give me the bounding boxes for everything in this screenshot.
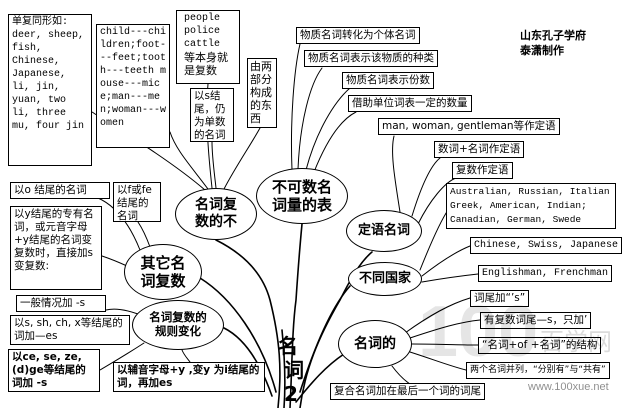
other-plural-rule-1: 以o 结尾的名词 (10, 182, 110, 199)
uncountable-rule-1: 物质名词转化为个体名词 (296, 27, 420, 44)
author-credit: 山东孔子学府 泰潇制作 (520, 28, 586, 58)
center-line-2: 词2 (284, 358, 304, 406)
oval-line: 词量的表 (271, 196, 332, 214)
branch-line (223, 327, 273, 397)
uncountable-rule-3: 物质名词表示份数 (342, 72, 434, 89)
oval-line: 定语名词 (357, 223, 410, 239)
oval-nationality: 不同国家 (348, 262, 422, 296)
branch-line (199, 277, 277, 393)
branch-line (411, 157, 441, 217)
credit-school: 山东孔子学府 (520, 29, 586, 42)
oval-line: 名词复数的 (149, 310, 207, 325)
nationality-rule-3: Englishman, Frenchman (478, 265, 613, 282)
branch-line (290, 43, 301, 171)
branch-line (215, 239, 281, 408)
branch-line (297, 67, 323, 170)
oval-line: 数的不 (195, 214, 237, 230)
branch-line (105, 308, 139, 315)
branch-line (421, 273, 479, 283)
oval-line: 名词的 (354, 335, 396, 352)
oval-uncountable: 不可数名 词量的表 (256, 168, 348, 224)
branch-line (409, 351, 467, 371)
branch-line (295, 353, 345, 403)
oval-irregular-plural: 名词复 数的不 (175, 188, 257, 240)
center-line-1: 名 (278, 334, 298, 358)
uncountable-rule-2: 物质名词表示该物质的种类 (304, 50, 438, 67)
possessive-rule-2: 有复数词尾—s，只加’ (480, 312, 592, 329)
branch-line (281, 329, 286, 408)
branch-line (299, 285, 351, 393)
regular-rule-4: 以辅音字母+y ,变y 为i结尾的词，再加es (113, 362, 265, 392)
branch-line (211, 141, 217, 189)
oval-line: 不可数名 (271, 178, 332, 196)
vowel-change-box: child---children;foot---feet;tooth---tee… (96, 24, 170, 148)
branch-line (223, 127, 261, 190)
oval-line: 其它名 (140, 254, 186, 272)
uncountable-rule-4: 借助单位词表一定的数量 (348, 95, 472, 112)
branch-line (101, 255, 128, 267)
regular-rule-1: 一般情况加 -s (16, 295, 106, 312)
branch-line (392, 135, 401, 213)
plural-only-note: 等本身就是复数 (184, 51, 228, 77)
two-parts-box: 由两部分构成的东西 (247, 58, 277, 128)
other-plural-rule-3: 以y结尾的专有名词，或元音字母+y结尾的名词变复数时，直接加s变复数: (10, 206, 102, 290)
nationality-rule-2: Chinese, Swiss, Japanese (470, 237, 623, 254)
branch-line (99, 342, 145, 371)
plural-only-box: people police cattle 等本身就是复数 (176, 10, 240, 84)
branch-line (409, 319, 481, 339)
branch-line (289, 223, 303, 408)
branch-line (391, 365, 411, 385)
trunk (199, 223, 373, 408)
oval-line: 不同国家 (358, 271, 411, 287)
oval-possessive: 名词的 (338, 320, 412, 368)
attributive-rule-2: 数词+名词作定语 (434, 141, 525, 158)
branch-line (411, 343, 479, 346)
possessive-rule-1: 词尾加“’s” (470, 290, 530, 307)
nationality-rule-1: Australian, Russian, Italian Greek, Amer… (446, 183, 616, 229)
credit-author: 泰潇制作 (520, 44, 564, 57)
branch-line (404, 297, 471, 334)
possessive-rule-4: 两个名词并列，“分别有”与“共有” (466, 362, 610, 379)
oval-line: 名词复 (195, 197, 237, 214)
branch-line (305, 87, 351, 171)
attributive-rule-3: 复数作定语 (452, 162, 513, 179)
oval-line: 词复数 (140, 272, 186, 290)
possessive-rule-3: “名词+of +名词”的结构 (478, 337, 602, 354)
branch-line (169, 131, 209, 190)
center-label: 名 词2 (272, 334, 312, 406)
s-singular-box: 以s结尾，仍为单数的名词 (190, 88, 234, 142)
oval-attributive: 定语名词 (346, 210, 422, 252)
oval-regular-plural: 名词复数的 规则变化 (132, 300, 224, 350)
plural-only-words: people police cattle (184, 13, 221, 50)
branch-line (419, 209, 449, 271)
branch-line (417, 177, 457, 225)
oval-line: 规则变化 (155, 324, 201, 338)
branch-line (313, 111, 357, 173)
regular-rule-2: 以s, sh, ch, x等结尾的词加—es (10, 315, 130, 345)
attributive-rule-1: man, woman, gentleman等作定语 (378, 118, 560, 135)
oval-other-plural: 其它名 词复数 (124, 244, 202, 300)
branch-line (181, 349, 191, 363)
other-plural-rule-2: 以f或fe结尾的名词 (113, 182, 161, 222)
regular-rule-3: 以ce, se, ze,(d)ge等结尾的词加 -s (8, 349, 100, 392)
branch-line (421, 245, 471, 277)
possessive-rule-5: 复合名词加在最后一个词的词尾 (330, 383, 485, 400)
branch-line (137, 221, 151, 248)
same-form-box: 单复同形如: deer, sheep, fish, Chinese, Japan… (8, 14, 92, 166)
